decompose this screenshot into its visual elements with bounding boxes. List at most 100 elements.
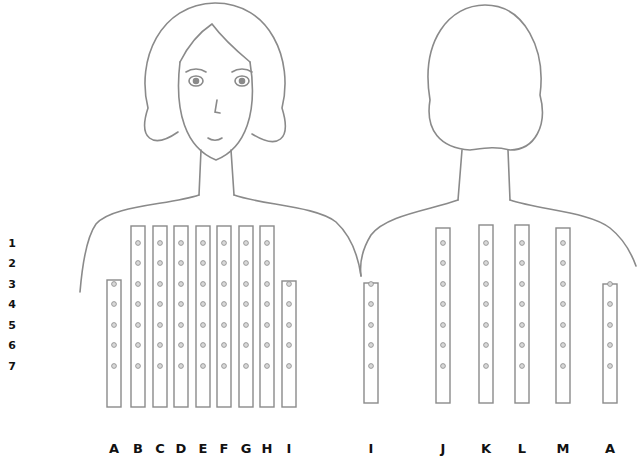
electrode-dot (369, 282, 374, 287)
electrode-strip (556, 228, 570, 403)
electrode-dot (441, 261, 446, 266)
electrode-dot (179, 261, 184, 266)
strip-outline (196, 226, 210, 407)
row-number: 1 (8, 238, 16, 249)
electrode-dot (179, 241, 184, 246)
electrode-dot (136, 323, 141, 328)
strip-outline (131, 226, 145, 407)
strip-letter: J (441, 442, 446, 455)
electrode-dot (608, 302, 613, 307)
electrode-dot (136, 364, 141, 369)
electrode-dot (520, 302, 525, 307)
nose (215, 100, 220, 113)
electrode-dot (441, 241, 446, 246)
electrode-dot (222, 364, 227, 369)
back-hair (428, 5, 542, 150)
electrode-dot (561, 323, 566, 328)
front-face (179, 62, 253, 160)
electrode-dot (287, 282, 292, 287)
electrode-dot (441, 323, 446, 328)
electrode-dot (244, 302, 249, 307)
strip-letter: M (557, 442, 570, 455)
electrode-dot (244, 241, 249, 246)
front-bangs (180, 24, 250, 62)
left-pupil (194, 79, 199, 84)
strip-letter: I (369, 442, 374, 455)
electrode-dot (244, 282, 249, 287)
strip-outline (436, 228, 450, 403)
electrode-strip (131, 226, 145, 407)
strip-letter: F (220, 442, 229, 455)
electrode-dot (244, 364, 249, 369)
electrode-dot (561, 241, 566, 246)
strip-outline (603, 284, 617, 403)
strip-letter: H (262, 442, 273, 455)
electrode-strip (196, 226, 210, 407)
left-eye (189, 76, 203, 86)
electrode-dot (222, 282, 227, 287)
electrode-dot (520, 343, 525, 348)
electrode-dot (244, 343, 249, 348)
row-number: 3 (8, 279, 16, 290)
electrode-dot (222, 302, 227, 307)
electrode-dot (265, 323, 270, 328)
electrode-dot (265, 261, 270, 266)
electrode-dot (158, 323, 163, 328)
row-number: 7 (8, 361, 16, 372)
strip-outline (239, 226, 253, 407)
electrode-dot (112, 323, 117, 328)
electrode-dot (112, 282, 117, 287)
strip-outline (217, 226, 231, 407)
electrode-dot (484, 261, 489, 266)
strip-letter: A (605, 442, 615, 455)
electrode-strip (515, 225, 529, 403)
electrode-dot (287, 323, 292, 328)
electrode-dot (201, 282, 206, 287)
electrode-dot (158, 364, 163, 369)
electrode-dot (179, 343, 184, 348)
right-eye (235, 76, 249, 86)
strip-outline (282, 281, 296, 407)
eyebrows (186, 69, 252, 72)
strip-outline (479, 225, 493, 403)
front-hair (145, 3, 285, 142)
electrode-dot (561, 343, 566, 348)
electrode-dot (608, 282, 613, 287)
electrode-dot (158, 302, 163, 307)
right-pupil (240, 79, 245, 84)
row-number: 6 (8, 340, 16, 351)
electrode-dot (608, 364, 613, 369)
strip-outline (515, 225, 529, 403)
electrode-dot (136, 241, 141, 246)
electrode-dot (520, 282, 525, 287)
strip-letter: E (199, 442, 208, 455)
electrode-dot (179, 302, 184, 307)
electrode-dot (136, 302, 141, 307)
electrode-dot (136, 282, 141, 287)
electrode-strip (260, 226, 274, 407)
mouth (208, 138, 222, 140)
electrode-dot (561, 364, 566, 369)
electrode-dot (158, 261, 163, 266)
electrode-dot (158, 241, 163, 246)
strip-letter: D (176, 442, 187, 455)
electrode-dot (112, 302, 117, 307)
strip-outline (260, 226, 274, 407)
electrode-dot (244, 261, 249, 266)
electrode-dot (244, 323, 249, 328)
electrode-strip (217, 226, 231, 407)
strip-letter: L (518, 442, 526, 455)
electrode-dot (179, 364, 184, 369)
electrode-strip (153, 226, 167, 407)
electrode-dot (608, 323, 613, 328)
electrode-dot (561, 282, 566, 287)
row-number: 4 (8, 299, 16, 310)
electrode-dot (520, 261, 525, 266)
electrode-dot (265, 302, 270, 307)
electrode-dot (158, 282, 163, 287)
electrode-dot (561, 261, 566, 266)
electrode-strip (479, 225, 493, 403)
electrode-dot (112, 343, 117, 348)
strip-letter: B (133, 442, 143, 455)
electrode-dot (265, 343, 270, 348)
